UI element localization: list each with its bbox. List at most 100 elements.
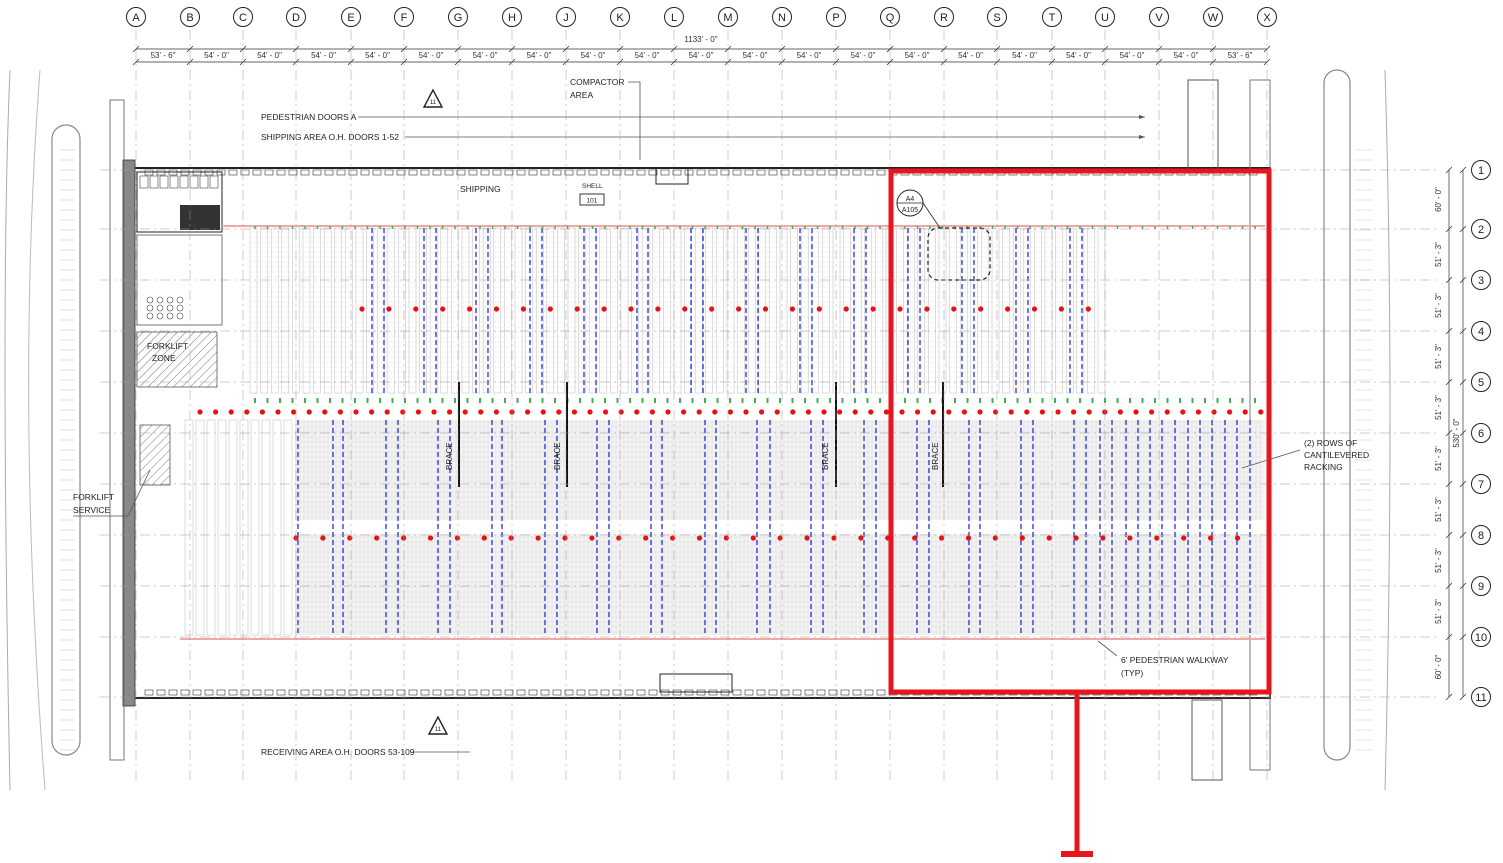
column-dot-mid [291, 409, 297, 415]
column-dot-mid [727, 409, 734, 415]
dimension-tick [832, 58, 840, 66]
rack-upper [875, 227, 883, 394]
column-dot-mid [774, 409, 780, 415]
column-dot-mid [930, 409, 936, 415]
column-dot-lower [750, 535, 756, 541]
dimension-tick [1459, 480, 1467, 488]
column-spacing: 54' - 0" [311, 51, 336, 60]
column-dot-mid [556, 409, 562, 415]
column-spacing: 54' - 0" [1012, 51, 1037, 60]
table-icon [156, 312, 164, 320]
column-dot-upper [413, 306, 419, 312]
column-dot-lower [723, 535, 730, 541]
column-label-V: V [1155, 12, 1163, 24]
dock-door-top [480, 169, 490, 176]
dimension-tick [400, 58, 408, 66]
rack-upper [313, 227, 321, 394]
row-bubble-6 [1471, 423, 1491, 443]
dock-door-bottom [288, 689, 298, 696]
column-dot-mid [618, 409, 624, 415]
brace-label-1: BRACE [445, 442, 454, 470]
column-spacing: 53' - 6" [151, 51, 176, 60]
dimension-tick [239, 45, 247, 53]
rack-upper [546, 227, 555, 394]
dock-door-bottom [432, 689, 442, 696]
dimension-tick [132, 45, 140, 53]
column-dot-upper [843, 306, 849, 312]
column-dot-mid [1086, 409, 1092, 415]
column-label-S: S [993, 12, 1000, 24]
dock-door-bottom [156, 689, 166, 696]
column-dot-mid [213, 409, 219, 415]
column-spacing: 54' - 0" [689, 51, 714, 60]
row-bubble-10 [1471, 627, 1491, 647]
compactor-pad [655, 167, 689, 185]
column-dot-mid [244, 409, 250, 415]
column-dot-lower [454, 535, 460, 541]
column-dot-lower [1073, 535, 1079, 541]
column-bubble-A [126, 7, 146, 27]
dimension-tick [1048, 45, 1056, 53]
section-mark-bottom-icon [427, 715, 449, 735]
column-dot-upper [924, 306, 930, 312]
rack-upper [620, 227, 629, 394]
dock-door-top [468, 169, 478, 176]
dock-door-bottom [216, 689, 226, 696]
row-spacing: 51' - 3" [1434, 293, 1443, 318]
rack-upper [557, 227, 565, 394]
dimension-tick [1101, 58, 1109, 66]
detail-callout-cloud [927, 227, 991, 281]
column-dot-lower [1154, 535, 1160, 541]
column-dot-upper [897, 306, 903, 312]
column-bubble-S [987, 7, 1007, 27]
rack-upper [451, 227, 459, 394]
dock-door-bottom [876, 689, 886, 696]
column-dot-mid [1117, 409, 1123, 415]
office-room [189, 175, 199, 189]
column-dot-mid [1195, 409, 1201, 415]
column-dot-mid [1211, 409, 1217, 415]
rack-upper [249, 227, 258, 394]
dock-door-bottom [444, 689, 454, 696]
dock-door-bottom [276, 689, 286, 696]
dock-door-top [708, 169, 718, 176]
rack-upper [482, 227, 491, 394]
row-bubble-8 [1471, 525, 1491, 545]
column-dot-upper [386, 306, 392, 312]
dimension-tick [670, 58, 678, 66]
column-spacing: 54' - 0" [473, 51, 498, 60]
column-dot-lower [804, 535, 810, 541]
column-bubble-X [1257, 7, 1277, 27]
rack-upper [345, 227, 353, 394]
dimension-tick [886, 58, 894, 66]
row-label-3: 3 [1478, 275, 1484, 287]
cross-aisle [295, 520, 1265, 534]
forklift-service-line2: SERVICE [73, 505, 110, 515]
dock-door-top [492, 169, 502, 176]
rack-upper [779, 227, 788, 394]
column-dot-lower [939, 535, 945, 541]
dimension-tick [1459, 378, 1467, 386]
column-spacing: 54' - 0" [958, 51, 983, 60]
column-dot-lower [616, 535, 622, 541]
column-spacing: 54' - 0" [635, 51, 660, 60]
column-label-L: L [671, 12, 677, 24]
column-dot-mid [634, 409, 640, 415]
rack-upper [716, 227, 724, 394]
column-spacing: 54' - 0" [1120, 51, 1145, 60]
dimension-tick [616, 45, 624, 53]
rack-upper [928, 227, 936, 394]
column-dot-upper [547, 306, 553, 312]
brace-label-4: BRACE [931, 442, 940, 470]
dock-door-top [324, 169, 334, 176]
rack-upper [991, 227, 1000, 394]
dimension-tick [778, 45, 786, 53]
column-dot-mid [1242, 409, 1248, 415]
dock-door-bottom [828, 689, 838, 696]
column-dot-upper [655, 306, 661, 312]
column-dot-upper [870, 306, 876, 312]
table-icon [146, 312, 154, 320]
dimension-tick [1445, 633, 1453, 641]
office-room [169, 175, 179, 189]
